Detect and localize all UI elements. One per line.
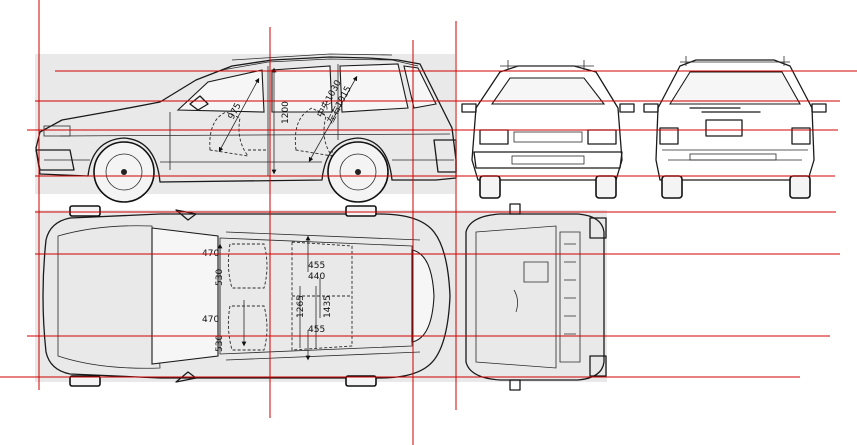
dim-rear-length-b: 1435 <box>323 295 333 318</box>
dim-headroom: 1200 <box>281 101 291 124</box>
dim-front-hip-a: 530 <box>215 269 225 286</box>
dim-front-hip-b: 530 <box>215 335 225 352</box>
dim-rear-mid: 440 <box>308 272 325 282</box>
dim-rear-length-a: 1265 <box>296 295 306 318</box>
dim-front-shoulder-b: 470 <box>202 315 219 325</box>
front-view <box>461 60 635 199</box>
dim-rear-bottom: 455 <box>308 325 325 335</box>
plan-view: 470 530 470 530 455 440 1265 1435 455 <box>42 205 451 387</box>
dim-rear-top: 455 <box>308 261 325 271</box>
rear-view <box>643 56 827 199</box>
